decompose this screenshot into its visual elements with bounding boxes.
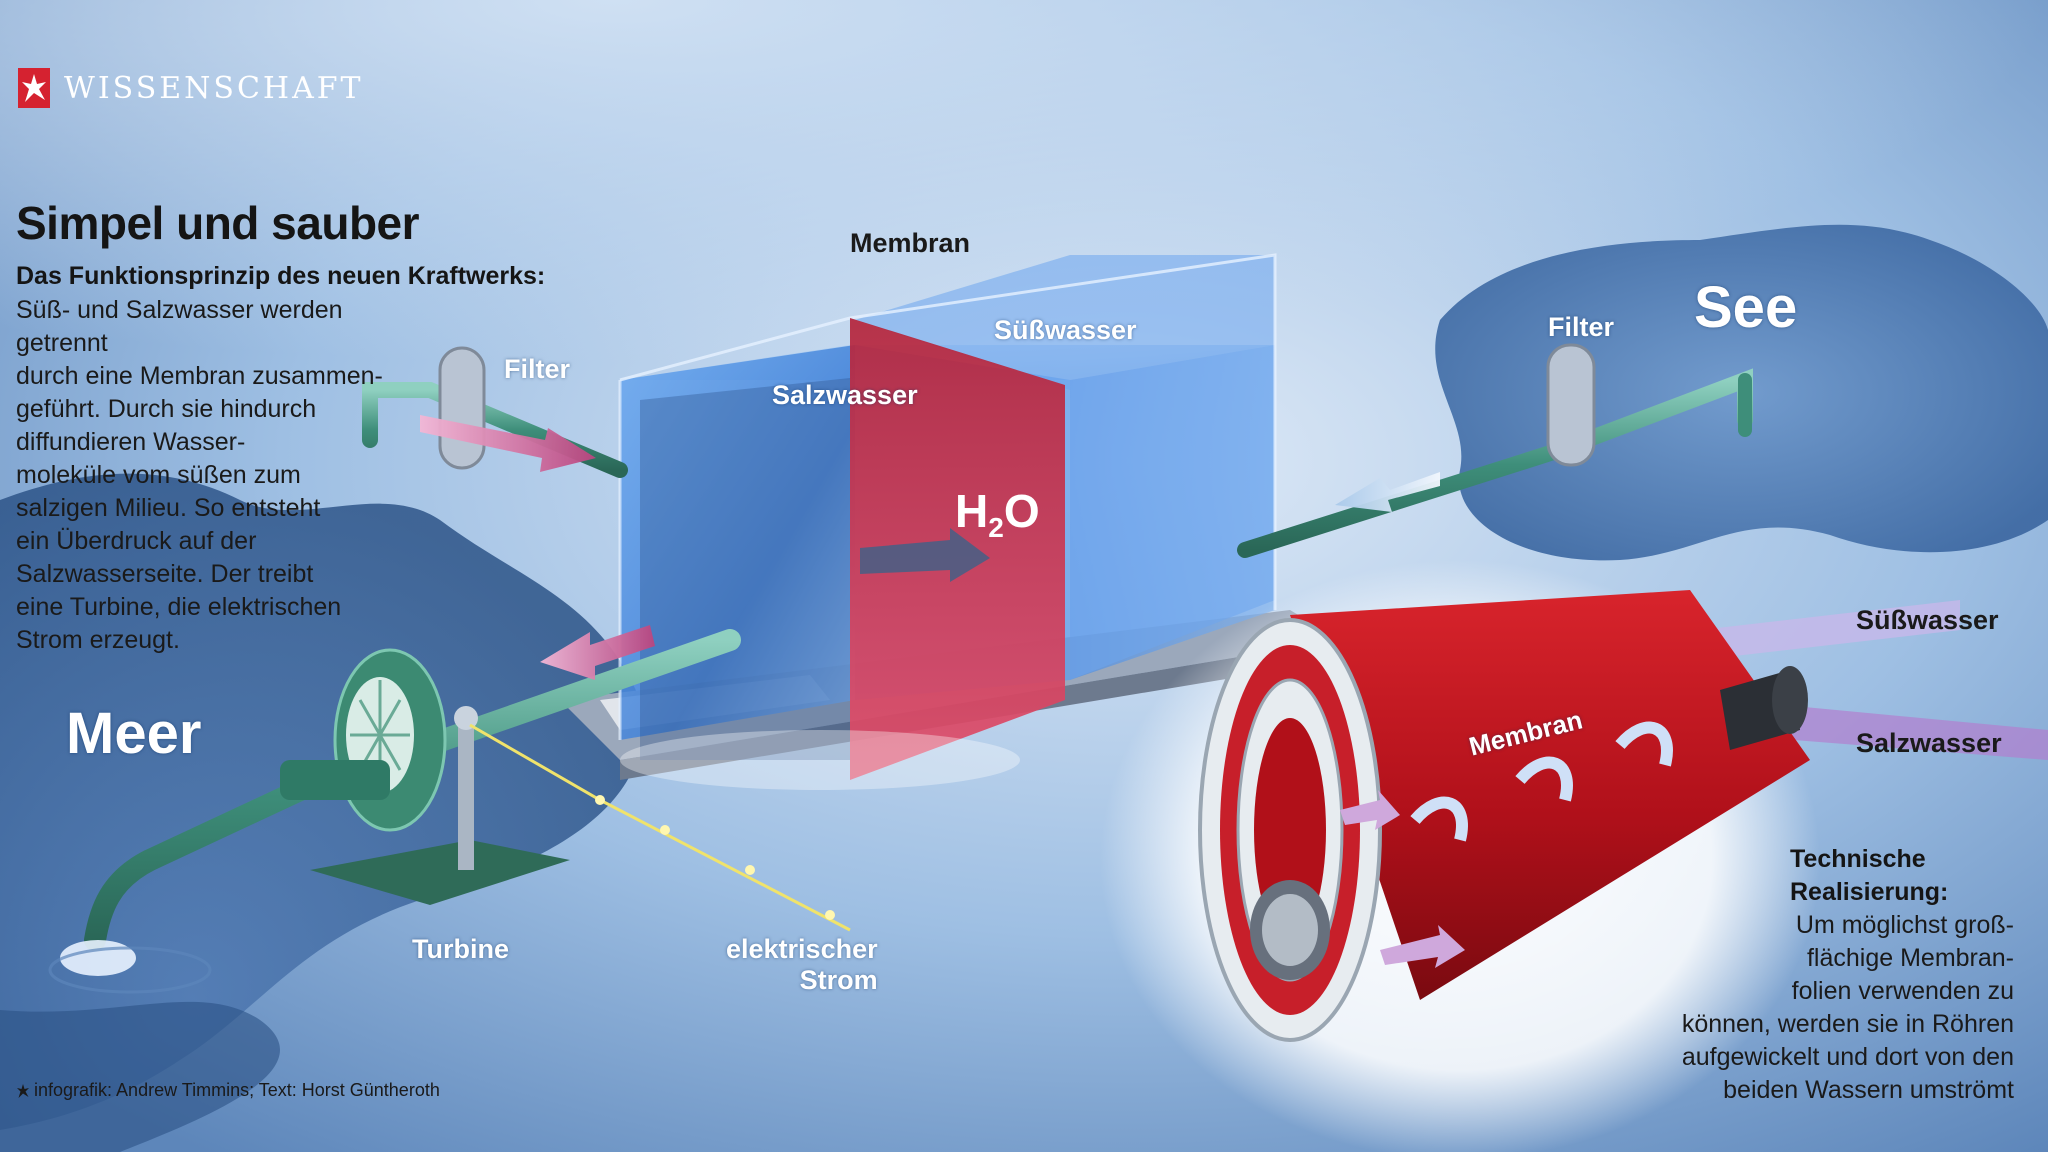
intro-line: eine Turbine, die elektrischen: [16, 593, 342, 621]
technical-line: aufgewickelt und dort von den: [1681, 1043, 2014, 1071]
technical-line: Um möglichst groß-: [1795, 911, 2014, 939]
flow-arrow-outlet: [540, 625, 655, 680]
intro-line: moleküle vom süßen zum: [16, 461, 301, 489]
label-h2o: H2O: [955, 485, 1040, 544]
intro-line: ein Überdruck auf der: [16, 527, 257, 555]
brand-header: WISSENSCHAFT: [18, 68, 364, 108]
label-filter-left: Filter: [504, 354, 571, 384]
tank-salzwasser: [620, 345, 855, 740]
intro-line: Salzwasserseite. Der treibt: [16, 560, 314, 588]
flow-arrow-left-top: [420, 415, 596, 472]
stern-star-icon: [17, 1083, 29, 1098]
technical-line: können, werden sie in Röhren: [1681, 1010, 2014, 1038]
label-meer: Meer: [66, 701, 202, 766]
label-see: See: [1694, 275, 1798, 340]
page-subtitle: Das Funktionsprinzip des neuen Kraftwerk…: [16, 262, 546, 290]
brand-name: WISSENSCHAFT: [64, 70, 364, 106]
credit-line: infografik: Andrew Timmins; Text: Horst …: [16, 1080, 440, 1101]
technical-title-line2: Realisierung:: [1790, 878, 1949, 906]
pipe-outlet: [84, 629, 741, 951]
stern-logo-icon: [18, 68, 50, 108]
intro-line: Strom erzeugt.: [16, 626, 180, 654]
filter-right-body: [1546, 343, 1596, 467]
label-strom-line2: Strom: [799, 965, 878, 995]
generator-post: [458, 720, 474, 870]
label-salzwasser-tank: Salzwasser: [772, 380, 918, 410]
membrane-roll: [1198, 590, 1810, 1042]
label-suesswasser-roll: Süßwasser: [1856, 605, 1999, 635]
h2o-arrow: [860, 528, 990, 582]
technical-line: beiden Wassern umströmt: [1723, 1076, 2014, 1104]
filter-left-body: [438, 346, 486, 470]
label-membran-tank: Membran: [850, 228, 971, 258]
label-suesswasser-tank: Süßwasser: [994, 315, 1137, 345]
technical-line: flächige Membran-: [1806, 944, 2014, 972]
intro-line: durch eine Membran zusammen-: [16, 362, 383, 390]
label-turbine: Turbine: [412, 934, 509, 964]
credit-text: infografik: Andrew Timmins; Text: Horst …: [34, 1080, 440, 1100]
intro-line: salzigen Milieu. So entsteht: [16, 494, 321, 522]
label-elektrischer-strom: elektrischer Strom: [726, 934, 878, 996]
roll-stream-bottom: [1730, 700, 2048, 760]
technical-line: folien verwenden zu: [1791, 977, 2014, 1005]
turbine-base: [310, 840, 570, 905]
label-salzwasser-roll: Salzwasser: [1856, 728, 2002, 758]
roll-stream-top: [1700, 600, 1960, 660]
page-title: Simpel und sauber: [16, 197, 420, 249]
intro-text: Süß- und Salzwasser werden getrennt durc…: [16, 294, 436, 657]
intro-line: geführt. Durch sie hindurch: [16, 395, 317, 423]
sea-shape: [0, 473, 643, 1130]
label-strom-line1: elektrischer: [726, 934, 878, 964]
intro-line: diffundieren Wasser-: [16, 428, 246, 456]
technical-title: Technische Realisierung:: [1790, 843, 1948, 909]
tank-suesswasser: [855, 255, 1275, 680]
technical-title-line1: Technische: [1790, 845, 1926, 873]
pipe-left-top: [362, 382, 628, 478]
label-filter-right: Filter: [1548, 312, 1615, 342]
technical-text: Um möglichst groß- flächige Membran- fol…: [1494, 909, 2014, 1107]
flow-arrow-right: [1335, 472, 1440, 512]
intro-line: Süß- und Salzwasser werden getrennt: [16, 296, 343, 357]
